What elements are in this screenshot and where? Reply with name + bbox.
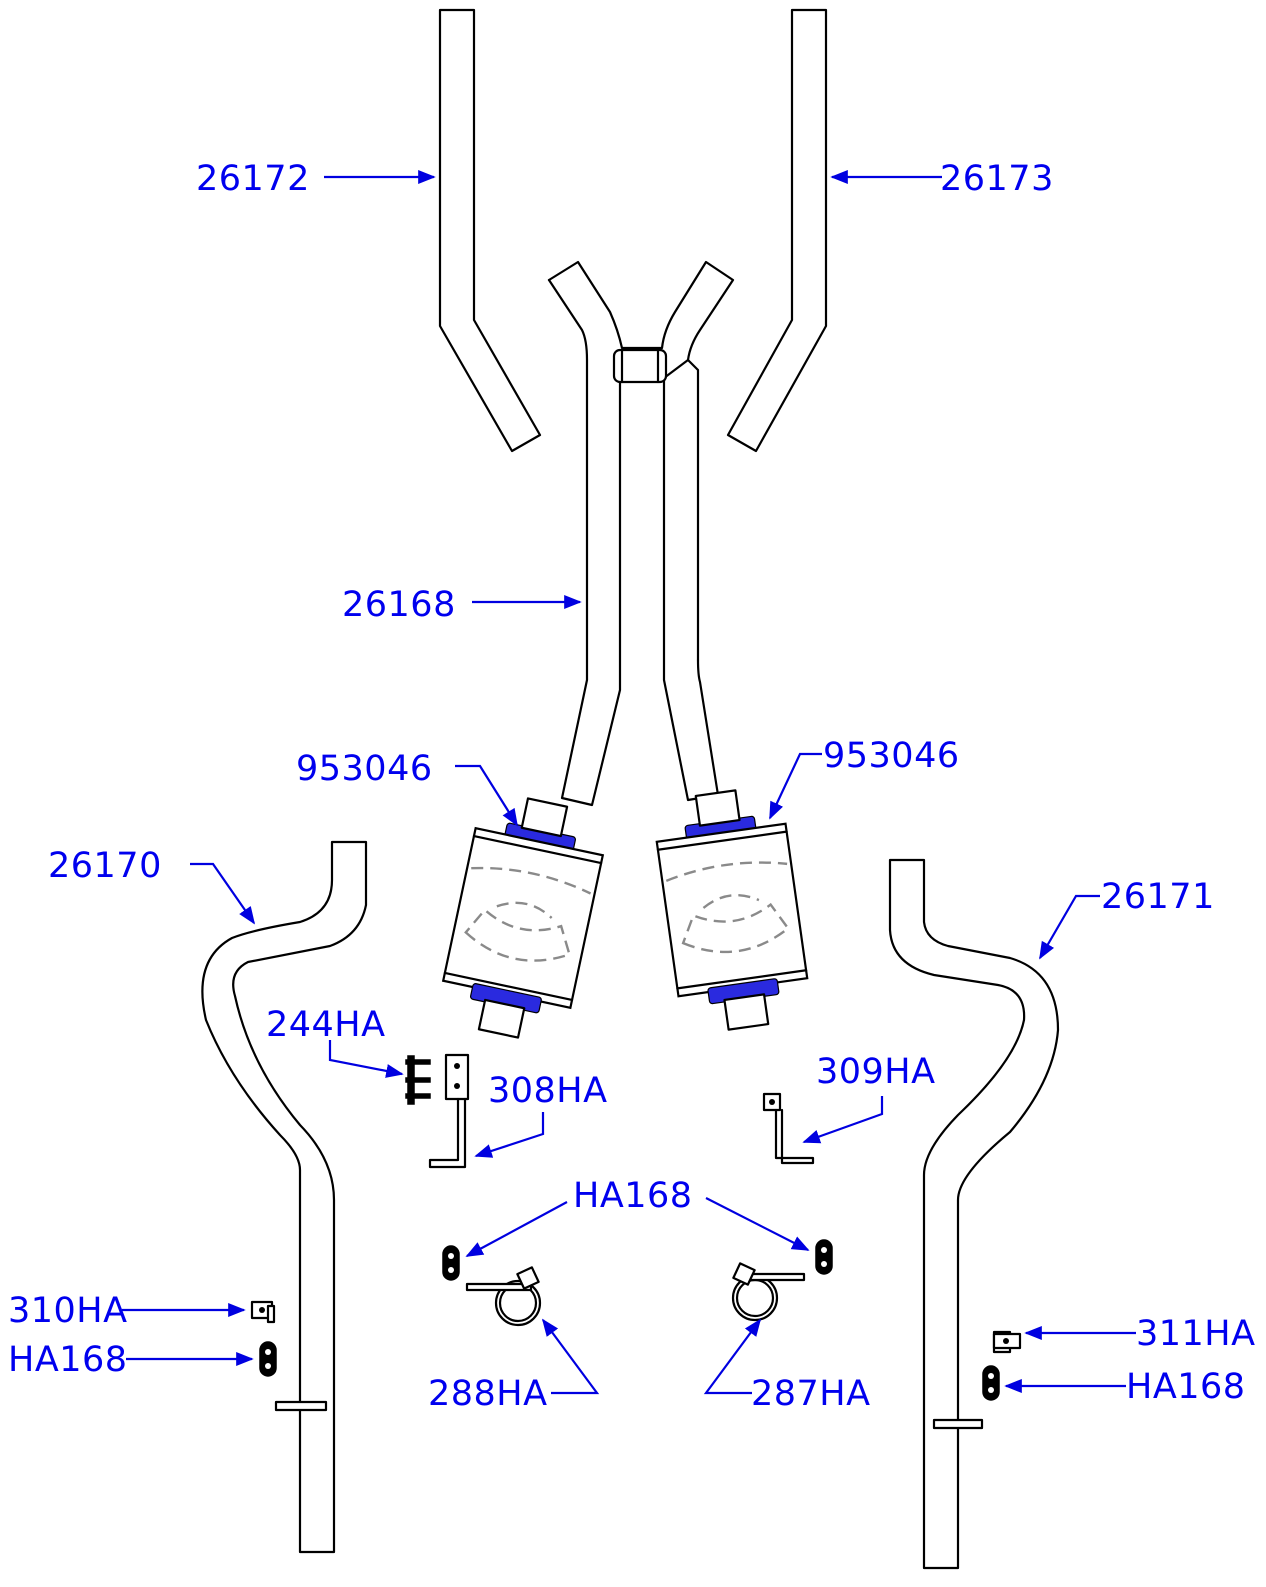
- leader-244ha: [328, 1040, 404, 1078]
- label-308ha: 308HA: [488, 1071, 608, 1111]
- leader-287ha: [703, 1318, 762, 1395]
- muffler-right-953046: [655, 789, 809, 1031]
- leader-26170: [190, 862, 256, 925]
- isolator-ha168-right: [982, 1365, 1000, 1401]
- tailpipe-right-26171: [888, 858, 1060, 1570]
- label-311ha: 311HA: [1136, 1314, 1256, 1354]
- leader-ha168-center-left: [465, 1201, 568, 1257]
- label-26173: 26173: [940, 159, 1054, 199]
- bracket-310ha: [250, 1300, 276, 1324]
- tailpipe-right-hanger-rod: [932, 1418, 984, 1430]
- label-287ha: 287HA: [751, 1374, 871, 1414]
- leader-309ha: [802, 1096, 884, 1144]
- label-ha168-right: HA168: [1126, 1367, 1246, 1407]
- leader-26171: [1039, 894, 1100, 960]
- tailpipe-left-26170: [201, 840, 368, 1554]
- leader-lines: [122, 169, 1136, 1395]
- leader-ha168-center-right: [705, 1197, 810, 1251]
- callout-labels: 26172 26173 26168 953046 953046 26170 26…: [8, 159, 1256, 1414]
- hanger-309ha: [762, 1092, 815, 1165]
- leader-288ha: [541, 1318, 600, 1395]
- label-ha168-center: HA168: [573, 1176, 693, 1216]
- label-244ha: 244HA: [266, 1005, 386, 1045]
- isolator-ha168-center-left: [442, 1245, 460, 1281]
- muffler-left-953046: [441, 797, 605, 1039]
- leader-953046-right: [769, 752, 822, 820]
- label-26170: 26170: [48, 846, 162, 886]
- clamp-287ha: [731, 1262, 806, 1322]
- leader-953046-left: [455, 764, 518, 827]
- label-953046-left: 953046: [296, 749, 433, 789]
- x-pipe-coupler: [612, 348, 668, 384]
- label-288ha: 288HA: [428, 1374, 548, 1414]
- hanger-308ha: [428, 1053, 470, 1169]
- label-26171: 26171: [1101, 877, 1215, 917]
- x-pipe-26168: [547, 260, 735, 807]
- front-pipe-left-26172: [438, 8, 542, 453]
- label-309ha: 309HA: [816, 1052, 936, 1092]
- label-310ha: 310HA: [8, 1291, 128, 1331]
- label-26168: 26168: [342, 585, 456, 625]
- leader-308ha: [474, 1112, 545, 1158]
- label-953046-right: 953046: [823, 736, 960, 776]
- clamp-288ha: [465, 1266, 542, 1327]
- tailpipe-left-hanger-rod: [274, 1400, 328, 1412]
- isolator-ha168-center-right: [815, 1239, 833, 1275]
- bracket-311ha: [992, 1330, 1022, 1354]
- label-ha168-left: HA168: [8, 1340, 128, 1380]
- label-26172: 26172: [196, 159, 310, 199]
- bracket-244ha: [405, 1055, 431, 1105]
- isolator-ha168-left: [259, 1341, 277, 1377]
- front-pipe-right-26173: [726, 8, 828, 453]
